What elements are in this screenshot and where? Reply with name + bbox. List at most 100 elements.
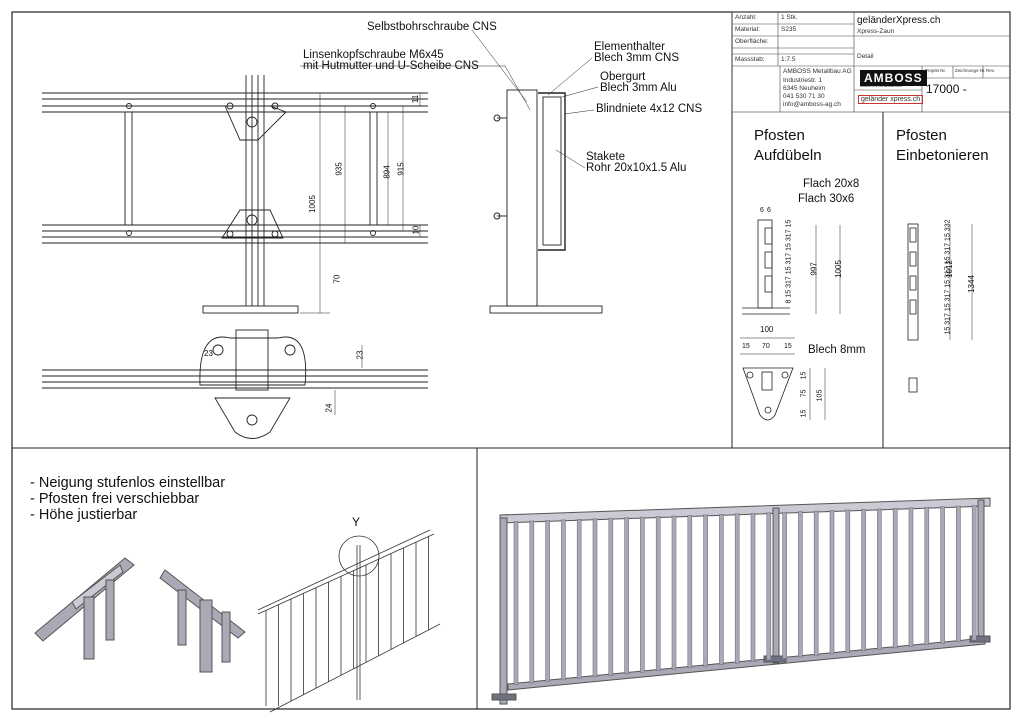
plan-view (42, 329, 428, 439)
amboss-logo: AMBOSS (860, 70, 927, 86)
company-city: 6345 Neuheim (783, 85, 826, 92)
label-elementhalter-1: Elementhalter (594, 41, 665, 53)
dim-auf-8: 8 (785, 299, 793, 304)
fence-picket (608, 517, 614, 676)
company-street: Industriestr. 1 (783, 77, 823, 84)
stair-rail-detail (257, 529, 441, 713)
fence-picket (956, 505, 961, 643)
tb-value-material: S235 (781, 26, 797, 33)
dim-plan-23a: 23 (204, 349, 213, 358)
label-obergurt-2: Blech 3mm Alu (600, 82, 677, 94)
detail-label: Detail (857, 53, 874, 60)
fence-picket (576, 519, 582, 679)
label-flach-30x6: Flach 30x6 (798, 193, 855, 205)
fence-picket (861, 509, 866, 652)
dim-auf-15b: 15 (785, 266, 793, 275)
col-zeichnung: Zeichnungs-Nr. (955, 68, 986, 73)
fence-picket (845, 509, 851, 653)
dim-auf-997: 997 (809, 262, 819, 276)
dim-einb-317d: 317 (944, 242, 952, 255)
fence-picket (561, 519, 566, 681)
fence-picket (687, 515, 693, 668)
fence-picket (529, 520, 535, 684)
dim-front-935: 935 (334, 162, 344, 176)
dim-auf-317b: 317 (785, 252, 793, 265)
dim-einb-317a: 317 (944, 313, 952, 325)
dim-front-894: 894 (382, 165, 392, 179)
dim-front-11: 11 (411, 94, 421, 104)
dim-front-10: 10 (411, 225, 421, 235)
dim-plan-23b: 23 (355, 350, 365, 360)
dim-auf-1005: 1005 (833, 260, 843, 278)
label-blech-8mm: Blech 8mm (808, 344, 866, 356)
brand-subtitle: Xpress-Zaun (857, 28, 895, 35)
dim-plate-15a: 15 (742, 343, 750, 350)
dim-einb-1344: 1344 (966, 275, 976, 293)
dim-auf-chain: 8 15 317 15 317 15 317 15 (785, 220, 793, 304)
front-elevation (42, 75, 428, 314)
label-stakete-2: Rohr 20x10x1.5 Alu (586, 162, 687, 174)
col-rev: Rev. (986, 68, 995, 73)
dim-plate-15b: 15 (784, 343, 792, 350)
label-elementhalter-2: Blech 3mm CNS (594, 52, 679, 64)
label-linsenkopf-2: mit Hutmutter und U-Scheibe CNS (303, 60, 479, 72)
fence-picket (813, 510, 819, 656)
fence-picket (624, 517, 629, 675)
tb-label-anzahl: Anzahl: (735, 14, 757, 21)
dim-einb-15b: 15 (944, 303, 952, 312)
fence-picket (798, 511, 803, 658)
fence-picket (671, 515, 677, 670)
fence-3d (491, 497, 991, 705)
company-phone: 041 530 71 30 (783, 93, 825, 100)
dim-einb-chain: 15 317 15 317 15 317 15 317 15 332 (944, 220, 952, 335)
label-blindniete: Blindniete 4x12 CNS (596, 103, 703, 115)
fence-picket (877, 508, 882, 650)
fence-picket (766, 512, 772, 661)
side-view (489, 89, 603, 314)
fence-picket (908, 507, 914, 647)
fence-picket (513, 521, 519, 685)
feature-1: - Neigung stufenlos einstellbar (30, 475, 226, 491)
dim-plate-70: 70 (762, 343, 770, 350)
tb-label-oberflaeche: Oberfläche: (735, 38, 769, 45)
fence-picket (734, 513, 740, 664)
company-name: AMBOSS Metallbau AG (783, 68, 852, 75)
feature-2: - Pfosten frei verschiebbar (30, 491, 200, 507)
fence-picket (719, 514, 724, 665)
label-stakete-1: Stakete (586, 151, 625, 163)
fence-picket (655, 516, 661, 672)
fence-picket (924, 506, 930, 646)
dim-auf-15d: 15 (785, 219, 793, 228)
label-linsenkopf-1: Linsenkopfschraube M6x45 (303, 49, 444, 61)
dim-front-915: 915 (396, 162, 406, 176)
tb-value-anzahl: 1 Stk. (781, 14, 798, 21)
amboss-logo-sub: AMBOSS Metallbau AG (860, 83, 903, 88)
dim-plate-15d: 15 (800, 409, 808, 418)
fence-picket (971, 505, 977, 641)
dim-einb-1012: 1012 (944, 260, 954, 278)
dim-front-70: 70 (332, 274, 342, 284)
sheet-frame (11, 11, 1011, 710)
company-email: info@amboss-ag.ch (783, 101, 841, 108)
fence-picket (750, 512, 756, 662)
title-block-grid (731, 11, 1011, 113)
brand-title: geländerXpress.ch (857, 15, 941, 26)
fence-picket (592, 518, 598, 678)
label-obergurt-1: Obergurt (600, 71, 646, 83)
label-flach-20x8: Flach 20x8 (803, 178, 860, 190)
dim-plate-15c: 15 (800, 371, 808, 380)
dim-auf-317a: 317 (785, 276, 793, 288)
fence-picket (640, 516, 645, 673)
dim-auf-6b: 6 (767, 207, 771, 214)
post-aufduebeln (740, 219, 841, 421)
leader-lines (300, 29, 599, 169)
label-selbstbohrschraube: Selbstbohrschraube CNS (367, 21, 497, 33)
fence-picket (782, 511, 787, 659)
dim-einb-332: 332 (944, 219, 952, 232)
fence-picket (545, 520, 550, 682)
fence-picket (829, 510, 835, 655)
dim-plan-24: 24 (324, 403, 334, 413)
dim-plate-100: 100 (760, 325, 774, 334)
